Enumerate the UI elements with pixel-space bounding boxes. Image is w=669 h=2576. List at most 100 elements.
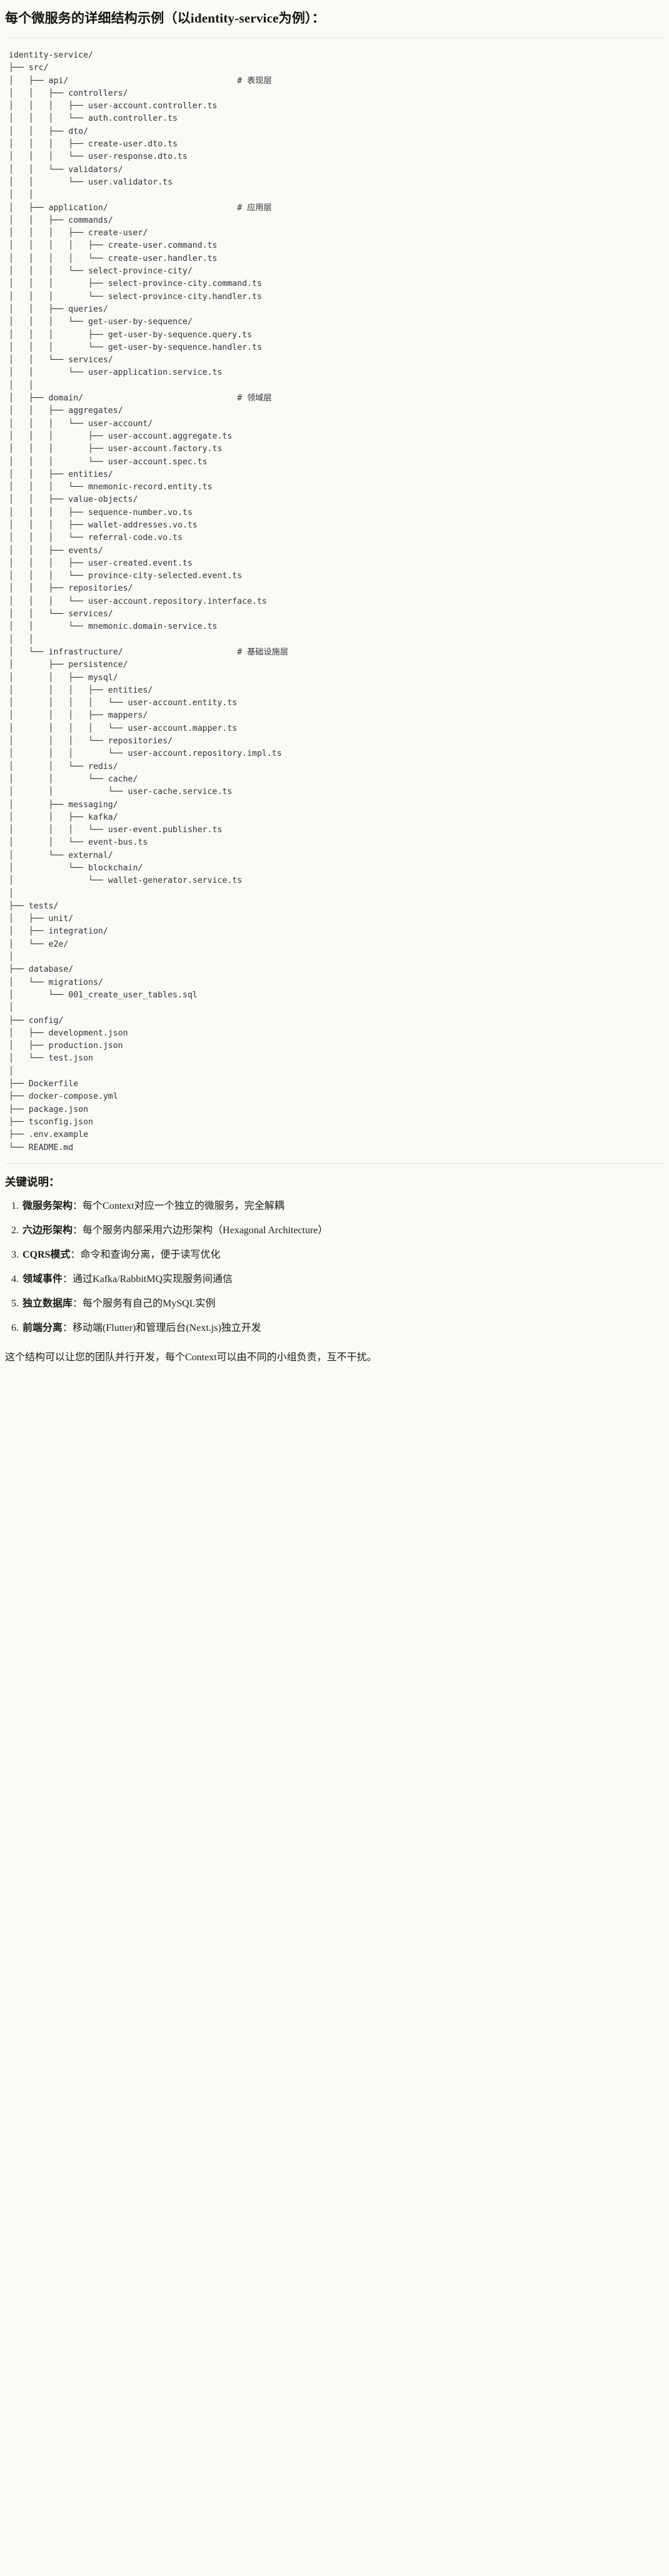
- key-note-separator: ：: [63, 1322, 73, 1333]
- tree-line: │ │ ├── events/: [9, 546, 103, 556]
- tree-line: │ │ │ ├── create-user/: [9, 228, 148, 238]
- tree-line: │ │ └── redis/: [9, 761, 118, 771]
- tree-line: │ ├── production.json: [9, 1041, 123, 1051]
- key-notes-title: 关键说明：: [5, 1175, 60, 1188]
- tree-line: │ │ │ │ └── user-account.entity.ts: [9, 698, 238, 708]
- tree-line: │ │ │ │ ├── create-user.command.ts: [9, 241, 218, 251]
- tree-line: ├── tsconfig.json: [9, 1117, 93, 1127]
- tree-line: ├── .env.example: [9, 1130, 89, 1140]
- tree-line: │ │ │ └── select-province-city/: [9, 267, 193, 277]
- tree-line: │ └── migrations/: [9, 977, 103, 987]
- tree-line: │ └── wallet-generator.service.ts: [9, 876, 243, 886]
- key-note-term: 六边形架构: [23, 1224, 73, 1236]
- tree-line: ├── database/: [9, 965, 74, 975]
- key-note-description: 每个服务有自己的MySQL实例: [83, 1298, 216, 1309]
- tree-line: │ │ ├── commands/: [9, 215, 113, 225]
- tree-line-comment: # 表现层: [237, 76, 272, 86]
- tree-line-comment: # 应用层: [237, 203, 272, 213]
- tree-line: │ │ ├── controllers/: [9, 88, 128, 98]
- directory-tree-content: identity-service/ ├── src/ │ ├── api/ # …: [9, 49, 664, 1154]
- tree-line: │ │ │ ├── entities/: [9, 685, 153, 695]
- tree-line: ├── package.json: [9, 1104, 89, 1114]
- tree-line: │ │ │ └── user-account.spec.ts: [9, 457, 208, 467]
- tree-line: │ │ │ └── user-response.dto.ts: [9, 152, 188, 162]
- tree-line: ├── docker-compose.yml: [9, 1092, 118, 1102]
- tree-line: │ │ │ └── mnemonic-record.entity.ts: [9, 482, 213, 492]
- tree-line: │ │ ├── value-objects/: [9, 495, 138, 505]
- tree-line: identity-service/: [9, 51, 93, 60]
- tree-line: │ └── 001_create_user_tables.sql: [9, 990, 198, 1000]
- key-notes-section: 关键说明： 微服务架构：每个Context对应一个独立的微服务，完全解耦六边形架…: [5, 1164, 664, 1377]
- tree-line: │ │ ├── aggregates/: [9, 406, 123, 416]
- directory-tree-code-block: identity-service/ ├── src/ │ ├── api/ # …: [5, 38, 664, 1163]
- tree-line: │ │ └── validators/: [9, 165, 123, 175]
- tree-line: │ │ │ ├── sequence-number.vo.ts: [9, 507, 193, 517]
- tree-line: ├── config/: [9, 1016, 64, 1026]
- tree-line: │ │ └── mnemonic.domain-service.ts: [9, 622, 218, 632]
- tree-line: │ │ │ └── select-province-city.handler.t…: [9, 292, 262, 302]
- key-note-term: 独立数据库: [23, 1298, 73, 1309]
- tree-line: ├── src/: [9, 63, 49, 73]
- tree-line: │ │ │ └── province-city-selected.event.t…: [9, 571, 243, 581]
- tree-line: │ └── blockchain/: [9, 863, 143, 873]
- tree-line: │ │ ├── queries/: [9, 304, 108, 314]
- key-note-separator: ：: [73, 1224, 83, 1236]
- key-note-item: 领域事件：通过Kafka/RabbitMQ实现服务间通信: [21, 1272, 664, 1287]
- tree-line: │ │: [9, 380, 34, 390]
- key-note-separator: ：: [63, 1273, 73, 1285]
- code-divider: [5, 1163, 664, 1164]
- tree-line: │ │ │ ├── user-account.factory.ts: [9, 444, 223, 454]
- tree-line: │ │ │ └── auth.controller.ts: [9, 114, 178, 124]
- tree-line: │ │ ├── entities/: [9, 469, 113, 479]
- tree-line: │ └── external/: [9, 850, 113, 860]
- tree-line: │ │ │ │ └── create-user.handler.ts: [9, 253, 218, 263]
- tree-line: │: [9, 888, 14, 899]
- tree-line: │ │ │ ├── user-created.event.ts: [9, 558, 193, 568]
- key-note-term: CQRS模式: [23, 1249, 71, 1260]
- document-page: 每个微服务的详细结构示例（以identity-service为例）： ident…: [0, 0, 669, 1377]
- tree-line: │ │ │ └── user-event.publisher.ts: [9, 825, 223, 835]
- key-note-description: 通过Kafka/RabbitMQ实现服务间通信: [73, 1273, 233, 1285]
- tree-line: │ ├── application/ # 应用层: [9, 203, 272, 213]
- tree-line: │ │ │ ├── select-province-city.command.t…: [9, 279, 262, 289]
- key-note-item: 六边形架构：每个服务内部采用六边形架构（Hexagonal Architectu…: [21, 1223, 664, 1238]
- tree-line: │ │ ├── dto/: [9, 126, 89, 136]
- tree-line: │ │ └── user-cache.service.ts: [9, 787, 233, 797]
- tree-line: │ ├── persistence/: [9, 660, 128, 670]
- tree-line: │ │ │ └── repositories/: [9, 736, 173, 746]
- key-note-description: 命令和查询分离，便于读写优化: [80, 1249, 221, 1260]
- key-note-separator: ：: [70, 1249, 81, 1260]
- tree-line: │ │ └── user-application.service.ts: [9, 368, 223, 378]
- tree-line: │ ├── development.json: [9, 1028, 128, 1038]
- tree-line: │ │ │ ├── user-account.controller.ts: [9, 101, 218, 111]
- tree-line: │ │ │ └── user-account.repository.interf…: [9, 596, 267, 606]
- tree-line: │ ├── api/ # 表现层: [9, 76, 272, 86]
- tree-line: │: [9, 1066, 14, 1076]
- tree-line: │ │ │ └── get-user-by-sequence/: [9, 317, 193, 327]
- tree-line: │ ├── domain/ # 领域层: [9, 394, 272, 404]
- tree-line: │ │ │ ├── mappers/: [9, 711, 148, 721]
- key-note-separator: ：: [73, 1298, 83, 1309]
- directory-tree: identity-service/ ├── src/ │ ├── api/ # …: [9, 49, 664, 1154]
- tree-line: │: [9, 952, 14, 962]
- tree-line: │ │ └── event-bus.ts: [9, 838, 148, 848]
- key-note-item: 微服务架构：每个Context对应一个独立的微服务，完全解耦: [21, 1199, 664, 1214]
- tree-line: │ │ └── services/: [9, 355, 113, 365]
- tree-line: │ │ │ ├── user-account.aggregate.ts: [9, 431, 233, 441]
- tree-line: │ │: [9, 634, 34, 644]
- tree-line: │ │ └── user.validator.ts: [9, 177, 173, 187]
- tree-line: │ ├── integration/: [9, 927, 108, 937]
- tree-line: │ │ │ ├── get-user-by-sequence.query.ts: [9, 330, 253, 340]
- key-note-item: 前端分离：移动端(Flutter)和管理后台(Next.js)独立开发: [21, 1321, 664, 1336]
- key-notes-list: 微服务架构：每个Context对应一个独立的微服务，完全解耦六边形架构：每个服务…: [5, 1199, 664, 1336]
- key-note-description: 移动端(Flutter)和管理后台(Next.js)独立开发: [73, 1322, 261, 1333]
- tree-line: │ │ ├── kafka/: [9, 812, 118, 822]
- tree-line: │ └── test.json: [9, 1054, 93, 1064]
- key-note-item: CQRS模式：命令和查询分离，便于读写优化: [21, 1248, 664, 1263]
- tree-line-comment: # 领域层: [237, 394, 272, 404]
- tree-line: │ │ ├── repositories/: [9, 584, 133, 594]
- tree-line: │ │: [9, 190, 34, 200]
- tree-line: │ │ └── services/: [9, 609, 113, 619]
- tree-line: │ │ │ ├── create-user.dto.ts: [9, 140, 178, 150]
- tree-line: │ │ │ │ └── user-account.mapper.ts: [9, 723, 238, 733]
